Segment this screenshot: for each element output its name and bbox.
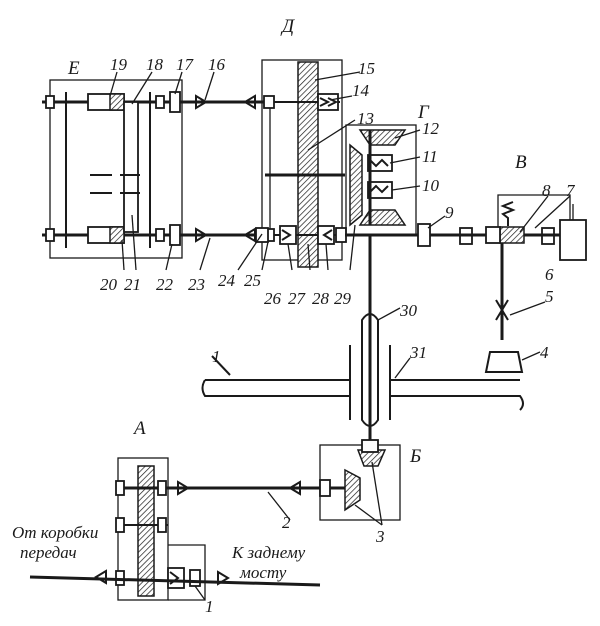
coupling-17 bbox=[169, 91, 181, 113]
part-number-7: 7 bbox=[566, 181, 576, 200]
leader-lines bbox=[109, 71, 571, 601]
part-number-1b: 1 bbox=[212, 347, 221, 366]
unit-a bbox=[115, 457, 206, 601]
caption-to-rear-axle-1: К заднему bbox=[231, 543, 306, 562]
part-number-9: 9 bbox=[445, 203, 454, 222]
unit-e bbox=[42, 79, 190, 259]
part-number-19: 19 bbox=[110, 55, 128, 74]
section-label-d: Д bbox=[280, 16, 295, 37]
joint bbox=[195, 94, 208, 110]
unit-e-frame bbox=[49, 79, 183, 259]
bearing bbox=[45, 228, 55, 242]
caption-from-gearbox-1: От коробки bbox=[12, 523, 98, 542]
bearing bbox=[115, 480, 125, 496]
part-number-3: 3 bbox=[375, 527, 385, 546]
part-number-31: 31 bbox=[409, 343, 427, 362]
joint bbox=[94, 569, 107, 585]
unit-v-frame bbox=[497, 194, 571, 232]
clutch-28 bbox=[317, 225, 335, 245]
part-number-28: 28 bbox=[312, 289, 330, 308]
joint bbox=[288, 480, 301, 496]
gear-10 bbox=[358, 209, 407, 226]
joint-30 bbox=[361, 313, 379, 427]
joint bbox=[195, 227, 208, 243]
joint bbox=[217, 570, 230, 586]
part-number-6: 6 bbox=[545, 265, 554, 284]
unit-b bbox=[300, 439, 401, 521]
section-label-e: Е bbox=[67, 58, 80, 79]
part-number-20: 20 bbox=[100, 275, 118, 294]
part-number-16: 16 bbox=[208, 55, 226, 74]
coupling-9 bbox=[417, 223, 431, 247]
clutch-8 bbox=[485, 226, 501, 244]
joint bbox=[243, 94, 256, 110]
part-number-23: 23 bbox=[188, 275, 205, 294]
part-number-8: 8 bbox=[542, 181, 551, 200]
unit-d bbox=[255, 59, 347, 268]
bearing bbox=[155, 95, 165, 109]
gear-15 bbox=[297, 61, 319, 268]
part-number-26: 26 bbox=[264, 289, 282, 308]
part-number-13: 13 bbox=[357, 109, 374, 128]
caption-from-gearbox-2: передач bbox=[20, 543, 77, 562]
part-number-21: 21 bbox=[124, 275, 141, 294]
bearing bbox=[45, 95, 55, 109]
part-number-29: 29 bbox=[334, 289, 352, 308]
gear-7 bbox=[499, 226, 525, 244]
bearing bbox=[155, 228, 165, 242]
drum-6 bbox=[559, 219, 587, 261]
joint bbox=[243, 227, 256, 243]
unit-v bbox=[459, 194, 587, 373]
bearing bbox=[157, 517, 167, 533]
coupling-22 bbox=[169, 224, 181, 246]
part-number-1: 1 bbox=[205, 597, 214, 616]
part-number-22: 22 bbox=[156, 275, 174, 294]
section-label-b: Б bbox=[409, 446, 421, 467]
unit-g bbox=[345, 124, 420, 237]
clutch-1 bbox=[167, 567, 185, 589]
part-number-18: 18 bbox=[146, 55, 164, 74]
gear-3a bbox=[344, 468, 361, 512]
part-number-25: 25 bbox=[244, 271, 261, 290]
bearing bbox=[361, 439, 379, 453]
bearing bbox=[319, 479, 331, 497]
bearing bbox=[157, 480, 167, 496]
shaft-18 bbox=[123, 101, 139, 233]
gear-29 bbox=[349, 143, 363, 227]
part-number-11: 11 bbox=[422, 147, 438, 166]
caption-to-rear-axle-2: мосту bbox=[239, 563, 287, 582]
section-label-v: В bbox=[515, 152, 527, 173]
section-label-a: А bbox=[132, 418, 146, 439]
part-number-30: 30 bbox=[399, 301, 418, 320]
part-number-14: 14 bbox=[352, 81, 370, 100]
part-number-24: 24 bbox=[218, 271, 236, 290]
gear-4 bbox=[484, 351, 524, 373]
bearing bbox=[189, 569, 201, 587]
main-driveline bbox=[29, 575, 321, 587]
bearing bbox=[335, 227, 347, 243]
bearing bbox=[263, 95, 275, 109]
part-number-5: 5 bbox=[545, 287, 554, 306]
section-label-g: Г bbox=[417, 102, 430, 123]
part-number-12: 12 bbox=[422, 119, 440, 138]
spring bbox=[500, 201, 516, 226]
part-number-27: 27 bbox=[288, 289, 307, 308]
bearing bbox=[115, 517, 125, 533]
part-number-4: 4 bbox=[540, 343, 549, 362]
part-number-2: 2 bbox=[282, 513, 291, 532]
gear-a bbox=[137, 465, 155, 597]
part-number-17: 17 bbox=[176, 55, 195, 74]
part-number-15: 15 bbox=[358, 59, 375, 78]
part-number-10: 10 bbox=[422, 176, 440, 195]
clutch-26 bbox=[279, 225, 297, 245]
